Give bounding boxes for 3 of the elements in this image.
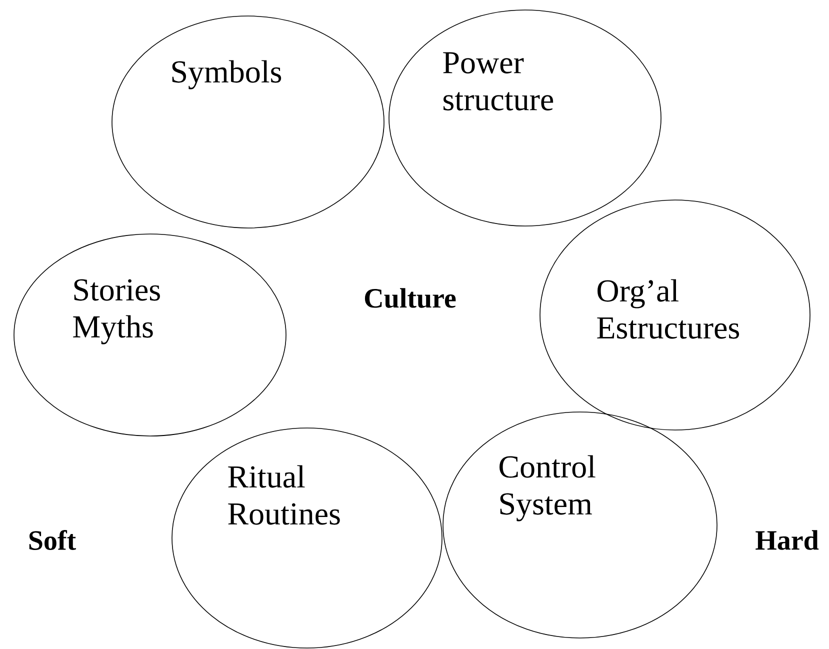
label: Culture — [364, 288, 456, 308]
label: Soft — [29, 530, 76, 550]
label: Hard — [756, 530, 819, 550]
